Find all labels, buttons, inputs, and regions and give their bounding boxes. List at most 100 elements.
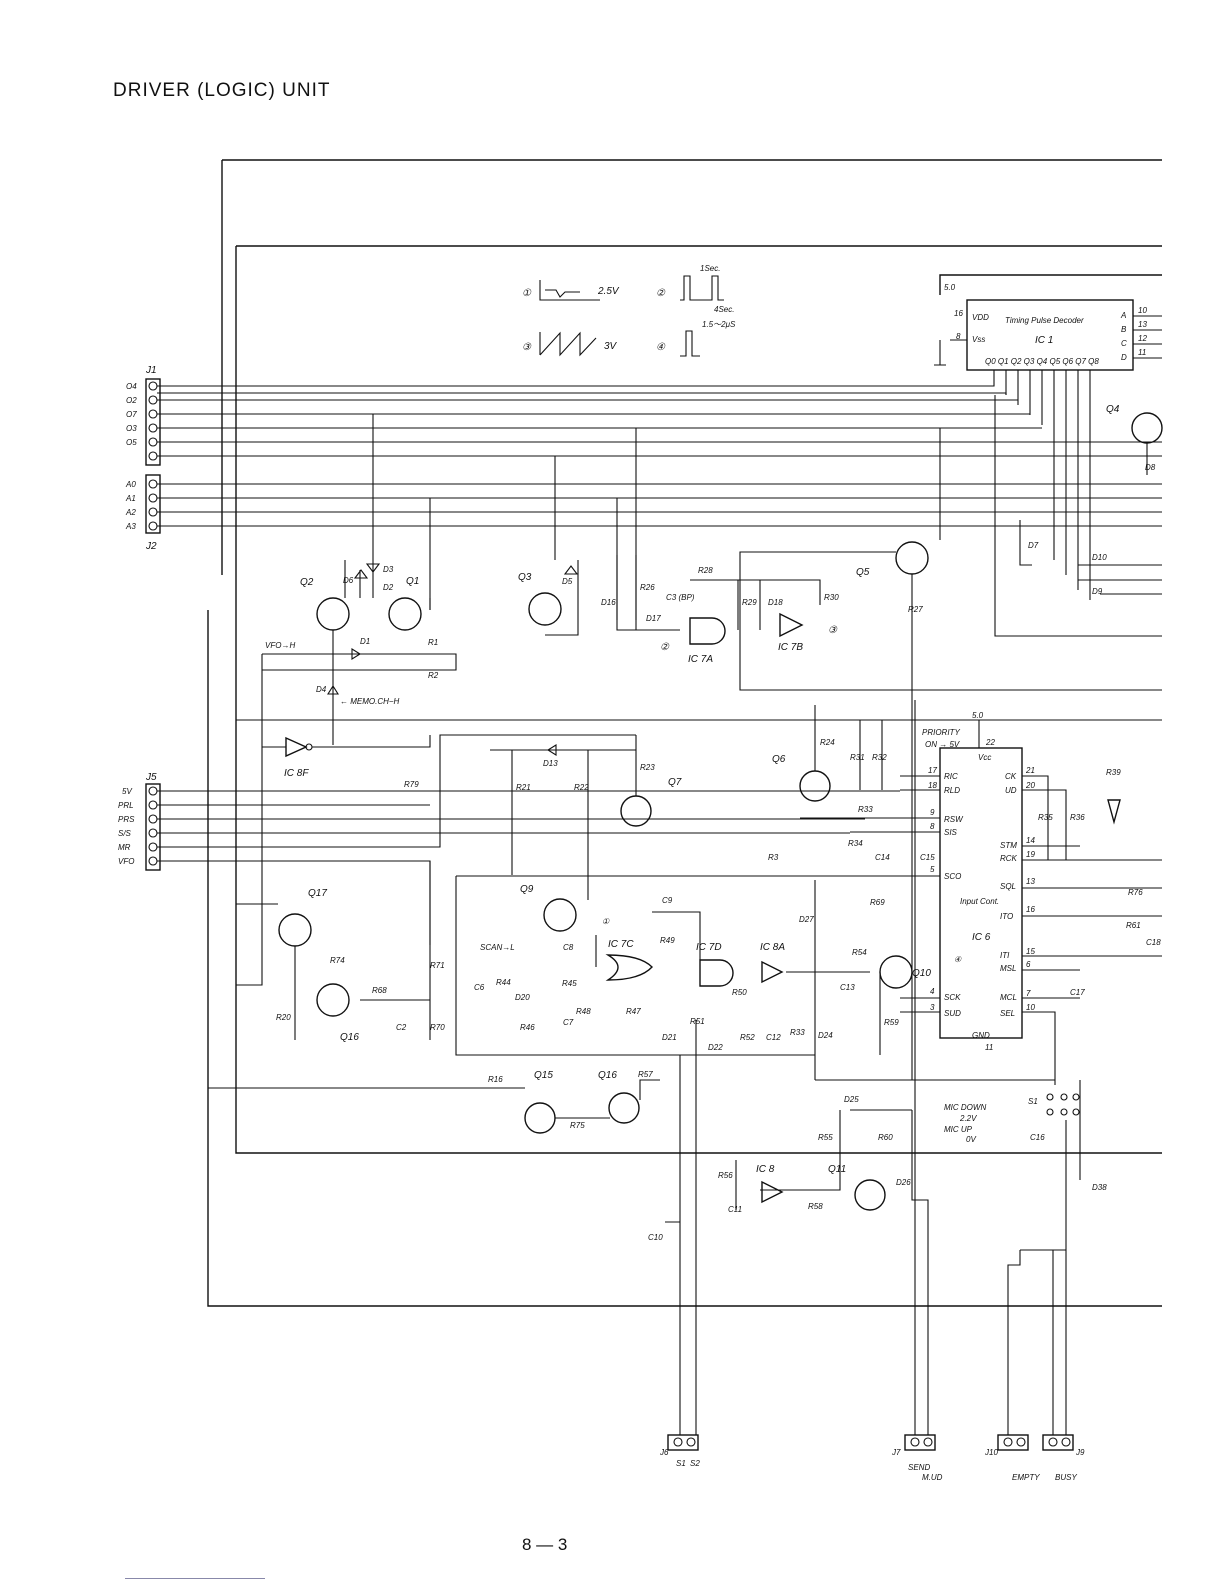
- j7-pin-send: SEND: [908, 1463, 930, 1472]
- wave-2-annot-top: 1Sec.: [700, 264, 720, 273]
- svg-text:R2: R2: [428, 671, 439, 680]
- svg-text:16: 16: [1026, 905, 1035, 914]
- svg-text:SCK: SCK: [944, 993, 961, 1002]
- svg-text:R44: R44: [496, 978, 511, 987]
- svg-text:C14: C14: [875, 853, 890, 862]
- svg-text:D8: D8: [1145, 463, 1156, 472]
- ic1-vss: Vss: [972, 335, 985, 344]
- svg-text:SEL: SEL: [1000, 1009, 1015, 1018]
- svg-text:R51: R51: [690, 1017, 705, 1026]
- svg-text:5: 5: [930, 865, 935, 874]
- svg-text:19: 19: [1026, 850, 1035, 859]
- ic1-pin-vss: 8: [956, 332, 961, 341]
- svg-text:R22: R22: [574, 783, 589, 792]
- svg-text:D24: D24: [818, 1031, 833, 1040]
- ic1-name: IC 1: [1035, 335, 1053, 346]
- ic1-pin-13: 13: [1138, 320, 1147, 329]
- svg-text:Q10: Q10: [912, 968, 931, 979]
- j5-name: J5: [145, 772, 157, 783]
- svg-text:Q11: Q11: [828, 1164, 846, 1175]
- svg-text:D38: D38: [1092, 1183, 1107, 1192]
- svg-text:D26: D26: [896, 1178, 911, 1187]
- svg-text:R35: R35: [1038, 813, 1053, 822]
- ic1-out-d: D: [1121, 353, 1127, 362]
- svg-text:IC 8F: IC 8F: [284, 768, 309, 779]
- svg-text:8: 8: [930, 822, 935, 831]
- svg-text:Q3: Q3: [518, 572, 532, 583]
- j1-pin-o4: O4: [126, 382, 137, 391]
- svg-text:R31: R31: [850, 753, 865, 762]
- svg-text:D20: D20: [515, 993, 530, 1002]
- j5-connector: J5 5V PRL PRS S/S MR VFO: [118, 734, 900, 945]
- svg-text:C12: C12: [766, 1033, 781, 1042]
- bottom-connectors: J6 S1 S2 J7 SEND M.UD J10 EMPTY J9 BUSY: [659, 700, 1085, 1482]
- annot-mic-down-v: 2.2V: [959, 1114, 977, 1123]
- page-title: DRIVER (LOGIC) UNIT: [113, 80, 331, 101]
- j1-pin-o3: O3: [126, 424, 137, 433]
- svg-text:RIC: RIC: [944, 772, 958, 781]
- j1-pin-o2: O2: [126, 396, 137, 405]
- svg-text:①: ①: [602, 917, 610, 926]
- annot-vfo-h: VFO→H: [265, 641, 295, 650]
- svg-text:R56: R56: [718, 1171, 733, 1180]
- j1-connector: J1 O4 O2 O7 O3 O5: [126, 365, 1162, 466]
- svg-text:R58: R58: [808, 1202, 823, 1211]
- svg-text:6: 6: [1026, 960, 1031, 969]
- svg-text:20: 20: [1025, 781, 1035, 790]
- svg-text:3: 3: [930, 1003, 935, 1012]
- j5-pin-5v: 5V: [122, 787, 132, 796]
- svg-text:R71: R71: [430, 961, 445, 970]
- svg-text:R61: R61: [1126, 921, 1141, 930]
- svg-text:R57: R57: [638, 1070, 653, 1079]
- wave-1-id: ①: [522, 288, 532, 299]
- ic6-vcc: Vcc: [978, 753, 991, 762]
- svg-text:D27: D27: [799, 915, 814, 924]
- ic6-block: 5.0 Vcc 22 GND 11 Input Cont. IC 6 PRIOR…: [236, 711, 1162, 1085]
- footer-rule: [125, 1578, 265, 1579]
- svg-text:R29: R29: [742, 598, 757, 607]
- svg-text:R32: R32: [872, 753, 887, 762]
- svg-text:4: 4: [930, 987, 935, 996]
- j6-pin-s1: S1: [676, 1459, 686, 1468]
- svg-text:C8: C8: [563, 943, 574, 952]
- ic1-out-b: B: [1121, 325, 1127, 334]
- svg-text:C7: C7: [563, 1018, 574, 1027]
- ic6-center: Input Cont.: [960, 897, 999, 906]
- svg-text:R79: R79: [404, 780, 419, 789]
- svg-text:R33: R33: [858, 805, 873, 814]
- annot-mic-up: MIC UP: [944, 1125, 973, 1134]
- j2-pin-a2: A2: [125, 508, 136, 517]
- svg-text:R30: R30: [824, 593, 839, 602]
- svg-text:④: ④: [954, 955, 962, 964]
- svg-text:10: 10: [1026, 1003, 1035, 1012]
- svg-text:D21: D21: [662, 1033, 677, 1042]
- j2-name: J2: [145, 541, 157, 552]
- svg-text:R68: R68: [372, 986, 387, 995]
- page-number: 8 — 3: [522, 1535, 568, 1554]
- svg-text:MCL: MCL: [1000, 993, 1017, 1002]
- j2-pin-a0: A0: [125, 480, 136, 489]
- ic1-out-a: A: [1120, 311, 1126, 320]
- svg-text:17: 17: [928, 766, 937, 775]
- svg-text:D9: D9: [1092, 587, 1103, 596]
- svg-text:IC 8: IC 8: [756, 1164, 775, 1175]
- j5-pin-prs: PRS: [118, 815, 135, 824]
- ic1-out-c: C: [1121, 339, 1127, 348]
- wave-2-id: ②: [656, 288, 666, 299]
- j2-connector: A0 A1 A2 A3 J2: [125, 474, 1162, 552]
- svg-text:R33: R33: [790, 1028, 805, 1037]
- j9-name: J9: [1075, 1448, 1085, 1457]
- svg-text:SQL: SQL: [1000, 882, 1016, 891]
- svg-text:18: 18: [928, 781, 937, 790]
- svg-text:C15: C15: [920, 853, 935, 862]
- svg-text:CK: CK: [1005, 772, 1017, 781]
- svg-text:R36: R36: [1070, 813, 1085, 822]
- svg-text:R52: R52: [740, 1033, 755, 1042]
